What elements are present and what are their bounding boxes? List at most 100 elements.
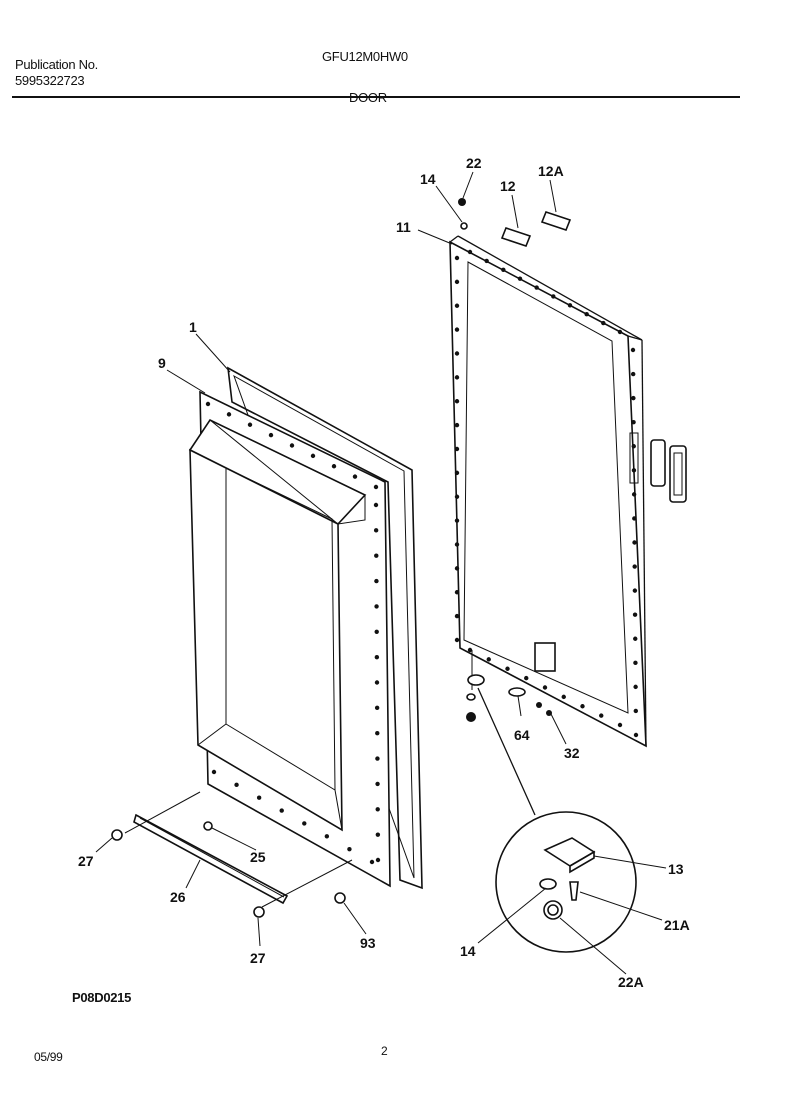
- screw-hole: [617, 722, 623, 728]
- screw-hole: [310, 453, 316, 459]
- screw-hole: [633, 660, 638, 666]
- screw-hole: [454, 446, 460, 452]
- callout-32: 32: [564, 745, 580, 761]
- screw-hole: [454, 399, 460, 404]
- outer-panel-screw-holes: [454, 249, 639, 738]
- figure-code: P08D0215: [72, 990, 132, 1005]
- screw-hole: [454, 518, 460, 523]
- shelf-strip: [111, 813, 346, 918]
- screw-hole: [373, 502, 379, 508]
- screw-hole: [374, 705, 380, 711]
- screw-hole: [454, 422, 460, 428]
- screw-hole: [226, 412, 232, 417]
- screw-hole: [632, 612, 638, 617]
- callout-22: 22: [466, 155, 482, 171]
- page-number: 2: [381, 1044, 388, 1058]
- screw-hole: [256, 795, 262, 800]
- screw-hole: [352, 474, 358, 479]
- callout-93: 93: [360, 935, 376, 951]
- screw-hole: [454, 255, 460, 261]
- screw-hole: [467, 647, 473, 653]
- callout-11: 11: [396, 219, 411, 235]
- callout-12: 12: [500, 178, 516, 194]
- screw-hole: [373, 484, 379, 490]
- callout-labels: 22 14 12 12A 11 1 9 64 32 13 21A 14 22A …: [78, 155, 690, 990]
- screw-hole: [631, 492, 637, 497]
- callout-64: 64: [514, 727, 530, 743]
- publication-label: Publication No.: [15, 57, 98, 72]
- screw-hole: [551, 294, 556, 299]
- inner-door-liner: [188, 366, 423, 890]
- screw-hole: [375, 731, 380, 736]
- screw-hole: [505, 666, 510, 671]
- screw-hole: [454, 375, 460, 380]
- screw-hole: [374, 680, 380, 685]
- screw-hole: [484, 258, 489, 264]
- screw-hole: [302, 821, 307, 826]
- screw-hole: [347, 846, 352, 852]
- outer-door-panel: [449, 235, 687, 748]
- publication-number: 5995322723: [15, 73, 85, 88]
- screw-hole: [630, 347, 636, 353]
- screw-hole: [631, 444, 636, 449]
- issue-date: 05/99: [34, 1050, 63, 1064]
- screw-hole: [268, 432, 274, 438]
- screw-hole: [454, 637, 460, 643]
- screw-hole: [373, 528, 379, 533]
- screw-hole: [630, 371, 636, 377]
- screw-hole: [375, 807, 380, 812]
- callout-27-left: 27: [78, 853, 94, 869]
- screw-hole: [631, 395, 636, 401]
- callout-1: 1: [189, 319, 197, 335]
- screw-hole: [454, 351, 460, 356]
- screw-hole: [289, 443, 295, 448]
- screw-hole: [631, 468, 637, 473]
- screw-hole: [542, 685, 548, 690]
- screw-hole: [324, 834, 330, 839]
- header-rule: [12, 96, 740, 98]
- screw-hole: [375, 832, 381, 837]
- hinge-parts: [466, 650, 552, 816]
- screw-hole: [205, 401, 211, 407]
- screw-hole: [632, 564, 637, 569]
- screw-hole: [331, 464, 337, 469]
- screw-hole: [467, 249, 473, 255]
- screw-hole: [279, 808, 284, 813]
- screw-hole: [633, 636, 638, 641]
- screw-hole: [454, 613, 460, 619]
- callout-13: 13: [668, 861, 684, 877]
- screw-hole: [561, 694, 566, 700]
- hinge-detail-view: [495, 811, 637, 953]
- screw-hole: [632, 516, 637, 521]
- screw-hole: [599, 713, 604, 718]
- screw-hole: [632, 588, 638, 593]
- screw-hole: [580, 704, 585, 709]
- screw-hole: [486, 657, 491, 662]
- screw-hole: [454, 279, 460, 285]
- callout-27-bottom: 27: [250, 950, 266, 966]
- screw-hole: [374, 578, 379, 584]
- callout-14-top: 14: [420, 171, 436, 187]
- screw-hole: [454, 590, 460, 595]
- screw-hole: [374, 553, 379, 558]
- screw-hole: [454, 566, 460, 571]
- screw-hole: [454, 494, 460, 499]
- model-number: GFU12M0HW0: [322, 49, 408, 64]
- screw-hole: [601, 320, 606, 326]
- screw-hole: [369, 859, 375, 865]
- screw-hole: [631, 419, 636, 425]
- screw-hole: [374, 604, 379, 609]
- callout-22a: 22A: [618, 974, 644, 990]
- callout-21a: 21A: [664, 917, 690, 933]
- callout-14-detail: 14: [460, 943, 476, 959]
- screw-hole: [374, 629, 379, 634]
- inner-frame-screw-holes: [205, 401, 381, 865]
- callout-9: 9: [158, 355, 166, 371]
- screw-hole: [517, 276, 523, 281]
- screw-hole: [567, 303, 573, 308]
- screw-hole: [454, 327, 460, 332]
- screw-hole: [247, 422, 253, 427]
- screw-hole: [454, 542, 460, 547]
- screw-hole: [375, 857, 381, 863]
